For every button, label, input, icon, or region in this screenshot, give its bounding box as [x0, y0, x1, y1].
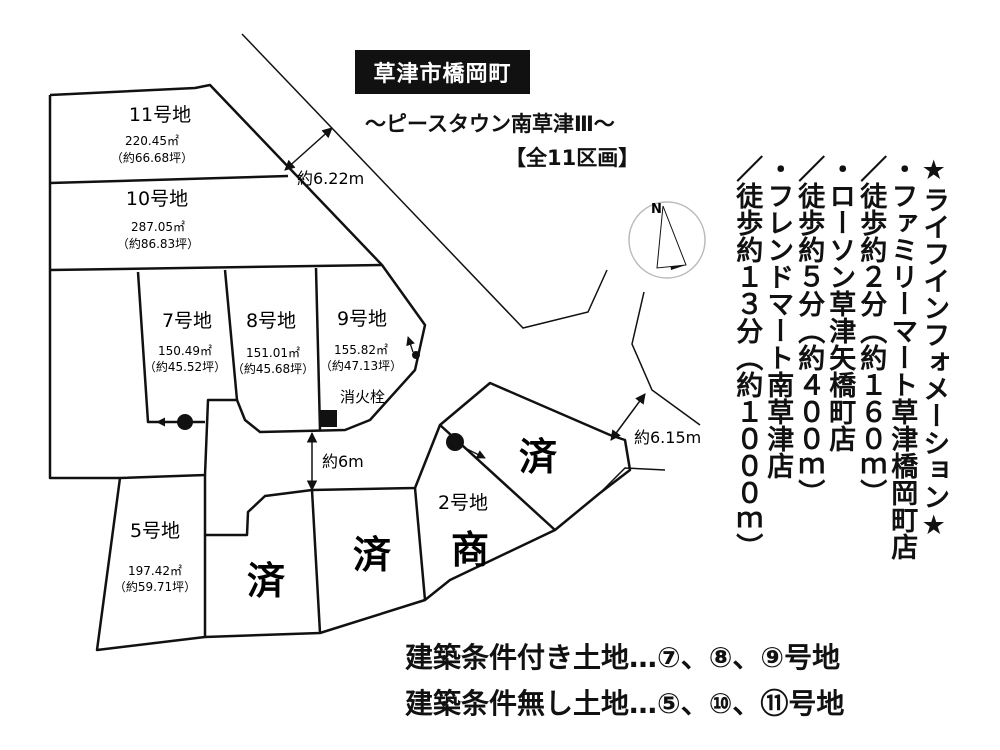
- dim-arrow-north: [284, 127, 333, 171]
- fire-hydrant-icon: [320, 410, 337, 427]
- commercial-label: 商: [451, 528, 489, 572]
- sold-label-east: 済: [519, 435, 558, 479]
- divider-2-commercial: [413, 487, 427, 601]
- lot-9-name: 9号地: [337, 308, 387, 330]
- divider-8-9: [314, 267, 322, 431]
- lot-11-area: 220.45㎡: [125, 134, 179, 148]
- road-edges: [241, 33, 701, 494]
- compass-north-label: N: [651, 202, 662, 217]
- lot-5-name: 5号地: [130, 520, 180, 542]
- dim-arrow-east: [610, 393, 646, 441]
- condition-without: 建築条件無し土地…⑤、⑩、⑪号地: [405, 687, 845, 720]
- info-line-5: ・フレンドマート南草津店: [762, 155, 794, 479]
- sold-label-center: 済: [353, 533, 392, 577]
- block-outline: [48, 83, 427, 480]
- road-edge-east: [631, 291, 701, 426]
- dim-label-east: 約6.15m: [634, 428, 701, 447]
- info-heading: ★ライフインフォメーション★: [918, 155, 950, 541]
- info-line-4: ／徒歩約５分（約４００ｍ）: [793, 155, 825, 506]
- compass-icon: N: [628, 201, 706, 279]
- divider-10-789: [49, 263, 383, 272]
- map-subtitle: ～ピースタウン南草津Ⅲ～: [365, 112, 615, 136]
- lot-8-name: 8号地: [246, 310, 296, 332]
- divider-11-10: [49, 174, 289, 185]
- lot-7-area: 150.49㎡: [158, 344, 212, 358]
- dim-label-north: 約6.22m: [297, 169, 364, 188]
- map-title: 草津市橋岡町: [355, 50, 530, 94]
- info-line-1: ・ファミリーマート草津橋岡町店: [886, 155, 918, 560]
- lot-9-area: 155.82㎡: [334, 343, 388, 357]
- fire-hydrant-label: 消火栓: [340, 388, 385, 406]
- condition-with: 建築条件付き土地…⑦、⑧、⑨号地: [405, 641, 841, 674]
- lot-10-area: 287.05㎡: [131, 220, 185, 234]
- road-edge-north: [241, 33, 608, 329]
- lot-11-tsubo: （約66.68坪）: [111, 150, 193, 165]
- road-edge-southeast: [599, 467, 666, 494]
- lot-7-name: 7号地: [162, 310, 212, 332]
- divider-west-2: [310, 489, 322, 634]
- info-line-6: ／徒歩約１３分（約１０００ｍ）: [731, 155, 763, 560]
- lot-10-name: 10号地: [126, 188, 188, 210]
- info-line-2: ／徒歩約２分（約１６０ｍ）: [855, 155, 887, 506]
- lot-5-area: 197.42㎡: [128, 564, 182, 578]
- lot-7-tsubo: （約45.52坪）: [144, 359, 226, 374]
- divider-7-8: [223, 269, 239, 401]
- lot-10-tsubo: （約86.83坪）: [117, 236, 199, 251]
- dimension-arrows: [284, 127, 646, 492]
- entrance-marker-2: [446, 433, 486, 459]
- lot-count: 【全11区画】: [505, 146, 640, 170]
- lot-2-name: 2号地: [438, 492, 488, 514]
- lot-8-tsubo: （約45.68坪）: [232, 361, 314, 376]
- lot-11-name: 11号地: [129, 104, 191, 126]
- lot-9-tsubo: （約47.13坪）: [320, 358, 402, 373]
- entrance-marker-9: [406, 336, 420, 359]
- sold-label-west: 済: [247, 559, 286, 603]
- entrance-marker-7: [156, 414, 193, 430]
- info-line-3: ・ローソン草津矢橋町店: [824, 155, 856, 452]
- dim-label-center: 約6m: [322, 452, 364, 471]
- lot-5-tsubo: （約59.71坪）: [114, 579, 196, 594]
- lot-8-area: 151.01㎡: [246, 346, 300, 360]
- lot-boundaries: [48, 83, 632, 652]
